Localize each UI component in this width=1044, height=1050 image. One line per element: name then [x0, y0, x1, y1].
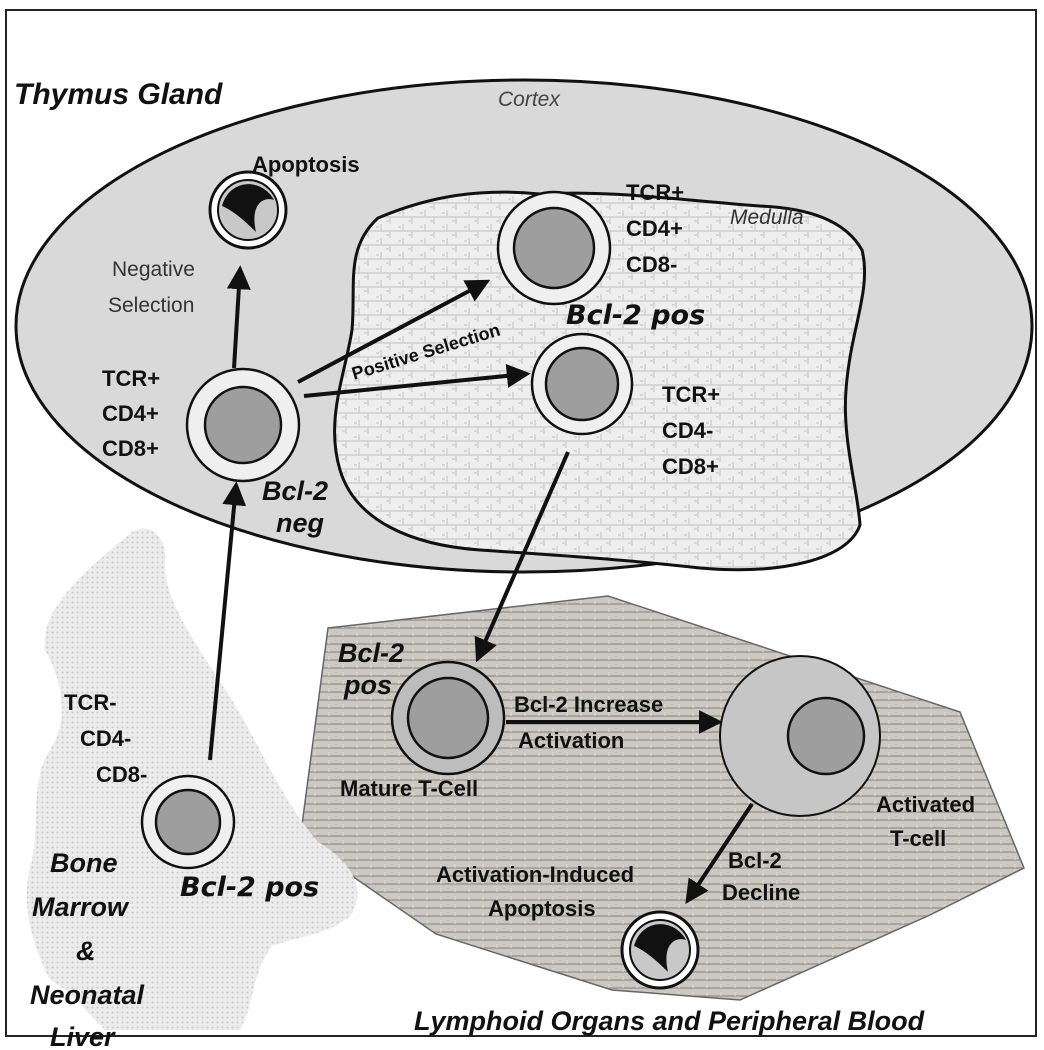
arrow-bcl2-decline: [685, 802, 754, 904]
svg-text:TCR+: TCR+: [662, 382, 720, 407]
medulla-label: Medulla: [730, 206, 804, 229]
svg-text:Decline: Decline: [722, 880, 800, 905]
arrow-cd8-to-periphery: [474, 451, 570, 663]
svg-text:CD4+: CD4+: [626, 216, 683, 241]
cd8-single-positive-markers: TCR+ CD4- CD8+: [662, 382, 720, 479]
cd4-single-positive-markers: TCR+ CD4+ CD8-: [626, 180, 684, 277]
svg-text:&: &: [76, 936, 96, 966]
svg-text:Marrow: Marrow: [32, 892, 130, 922]
cortex-label: Cortex: [498, 88, 561, 111]
negative-selection-label: Negative Selection: [108, 258, 201, 317]
svg-text:CD8+: CD8+: [662, 454, 719, 479]
activated-tcell-label: Activated T-cell: [876, 792, 975, 851]
svg-text:TCR-: TCR-: [64, 690, 117, 715]
bcl2-pos-mature-label: Bcl-2 pos: [338, 638, 404, 700]
apoptosis-label: Apoptosis: [252, 152, 360, 177]
svg-text:CD8+: CD8+: [102, 436, 159, 461]
svg-text:T-cell: T-cell: [890, 826, 946, 851]
svg-text:Liver: Liver: [50, 1022, 116, 1050]
cd4-single-positive-cell: [496, 190, 612, 306]
svg-text:CD8-: CD8-: [96, 762, 147, 787]
thymus-gland-title: Thymus Gland: [14, 78, 223, 111]
lymphoid-organs-title: Lymphoid Organs and Peripheral Blood: [414, 1006, 925, 1036]
svg-text:Neonatal: Neonatal: [30, 980, 145, 1010]
svg-text:Activation-Induced: Activation-Induced: [436, 862, 634, 887]
svg-text:Activated: Activated: [876, 792, 975, 817]
bcl2-decline-label: Bcl-2 Decline: [722, 848, 800, 905]
bone-marrow-title: Bone Marrow & Neonatal Liver: [30, 848, 145, 1050]
svg-text:pos: pos: [343, 670, 392, 700]
svg-text:TCR+: TCR+: [102, 366, 160, 391]
svg-text:neg: neg: [276, 508, 325, 538]
svg-text:Bcl-2: Bcl-2: [728, 848, 782, 873]
svg-text:Bone: Bone: [50, 848, 118, 878]
bcl2-increase-label: Bcl-2 Increase: [514, 692, 663, 717]
svg-text:Bcl-2: Bcl-2: [262, 476, 328, 506]
svg-text:Apoptosis: Apoptosis: [488, 896, 596, 921]
bone-marrow-cell: [140, 774, 236, 870]
activation-label: Activation: [518, 728, 624, 753]
arrow-marrow-to-thymus: [208, 481, 247, 761]
bone-marrow-cell-markers: TCR- CD4- CD8-: [64, 690, 147, 787]
bcl2-neg-label: Bcl-2 neg: [262, 476, 328, 538]
arrow-positive-selection-cd8: [303, 363, 531, 398]
mature-tcell: [390, 660, 506, 776]
apoptotic-cell-thymus: [208, 170, 288, 250]
bcl2-pos-medulla-label: Bcl-2 pos: [566, 300, 705, 331]
double-positive-markers: TCR+ CD4+ CD8+: [102, 366, 160, 461]
svg-text:CD4-: CD4-: [80, 726, 131, 751]
svg-text:CD8-: CD8-: [626, 252, 677, 277]
svg-text:CD4+: CD4+: [102, 401, 159, 426]
double-positive-cell: [185, 367, 301, 483]
svg-text:Bcl-2: Bcl-2: [338, 638, 404, 668]
activation-induced-apoptosis-label: Activation-Induced Apoptosis: [436, 862, 634, 921]
svg-text:TCR+: TCR+: [626, 180, 684, 205]
arrow-positive-selection-cd4: [297, 279, 491, 384]
cd8-single-positive-cell: [530, 332, 634, 436]
bcl2-pos-marrow-label: Bcl-2 pos: [180, 872, 319, 903]
apoptotic-cell-periphery: [620, 910, 700, 990]
activated-tcell: [719, 655, 881, 817]
svg-text:CD4-: CD4-: [662, 418, 713, 443]
mature-tcell-label: Mature T-Cell: [340, 776, 478, 801]
arrow-negative-selection: [226, 265, 251, 369]
